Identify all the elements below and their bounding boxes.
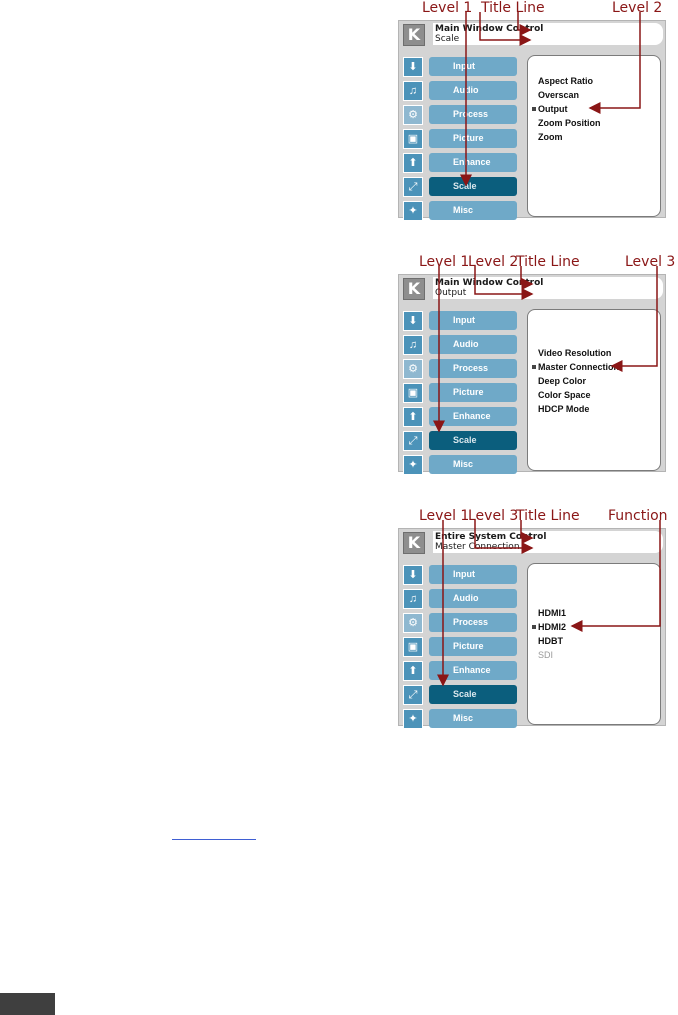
title-line-2: Master Connection	[435, 542, 520, 552]
option-deep-color[interactable]: Deep Color	[538, 376, 587, 386]
scale-icon: ⤢	[403, 431, 423, 451]
input-icon: ⬇	[403, 565, 423, 585]
option-output-label: Output	[538, 104, 568, 114]
annotation-level-1: Level 1	[419, 254, 470, 270]
scale-icon: ⤢	[403, 685, 423, 705]
submenu-list: HDMI1 HDMI2 HDBT SDI	[527, 563, 661, 725]
menu-item-misc[interactable]: Misc	[429, 709, 517, 728]
menu-item-picture[interactable]: Picture	[429, 637, 517, 656]
menu-item-enhance[interactable]: Enhance	[429, 407, 517, 426]
scale-icon: ⤢	[403, 177, 423, 197]
process-icon: ⚙	[403, 613, 423, 633]
annotation-level-1: Level 1	[422, 0, 473, 16]
menu-item-audio[interactable]: Audio	[429, 589, 517, 608]
input-icon: ⬇	[403, 57, 423, 77]
music-note-icon: ♫	[403, 81, 423, 101]
title-line-1: Entire System Control	[435, 532, 547, 542]
arrow-level-2	[474, 266, 534, 300]
misc-icon: ✦	[403, 709, 423, 729]
option-zoom[interactable]: Zoom	[538, 132, 563, 142]
process-icon: ⚙	[403, 359, 423, 379]
submenu-list: Video Resolution Master Connection Deep …	[527, 309, 661, 471]
option-hdbt[interactable]: HDBT	[538, 636, 563, 646]
annotation-level-2: Level 2	[468, 254, 519, 270]
picture-icon: ▣	[403, 383, 423, 403]
menu-item-enhance[interactable]: Enhance	[429, 153, 517, 172]
misc-icon: ✦	[403, 455, 423, 475]
osd-window: K Main Window Control Scale ⬇ Input ♫ Au…	[398, 20, 666, 221]
enhance-icon: ⬆	[403, 407, 423, 427]
title-line-1: Main Window Control	[435, 24, 544, 34]
annotation-level-2: Level 2	[612, 0, 663, 16]
option-master-connection[interactable]: Master Connection	[532, 362, 620, 372]
menu-item-misc[interactable]: Misc	[429, 455, 517, 474]
menu-item-input[interactable]: Input	[429, 57, 517, 76]
menu-item-misc[interactable]: Misc	[429, 201, 517, 220]
title-line-2: Output	[435, 288, 467, 298]
menu-item-enhance[interactable]: Enhance	[429, 661, 517, 680]
kramer-logo: K	[403, 532, 425, 554]
menu-item-process[interactable]: Process	[429, 105, 517, 124]
arrow-level-3	[610, 266, 658, 372]
option-hdcp-mode[interactable]: HDCP Mode	[538, 404, 590, 414]
menu-item-process[interactable]: Process	[429, 613, 517, 632]
menu-item-input[interactable]: Input	[429, 565, 517, 584]
annotation-level-1: Level 1	[419, 508, 470, 524]
title-line-2: Scale	[435, 34, 460, 44]
kramer-logo: K	[403, 278, 425, 300]
title-line-1: Main Window Control	[435, 278, 544, 288]
menu-item-input[interactable]: Input	[429, 311, 517, 330]
option-sdi: SDI	[538, 650, 554, 660]
picture-icon: ▣	[403, 129, 423, 149]
menu-item-audio[interactable]: Audio	[429, 335, 517, 354]
option-zoom-position[interactable]: Zoom Position	[538, 118, 601, 128]
arrow-function	[570, 520, 661, 632]
option-hdmi2-label: HDMI2	[538, 622, 567, 632]
menu-item-picture[interactable]: Picture	[429, 383, 517, 402]
submenu-list: Aspect Ratio Overscan Output Zoom Positi…	[527, 55, 661, 217]
option-aspect-ratio[interactable]: Aspect Ratio	[538, 76, 594, 86]
option-color-space[interactable]: Color Space	[538, 390, 591, 400]
annotation-level-3: Level 3	[625, 254, 676, 270]
picture-icon: ▣	[403, 637, 423, 657]
option-output[interactable]: Output	[532, 104, 568, 114]
misc-icon: ✦	[403, 201, 423, 221]
hyperlink-underline[interactable]	[172, 839, 256, 840]
option-hdmi2[interactable]: HDMI2	[532, 622, 567, 632]
enhance-icon: ⬆	[403, 661, 423, 681]
osd-panel-1: Level 1 Title Line Level 2 K Main Window…	[0, 0, 678, 250]
annotation-title-line: Title Line	[481, 0, 545, 16]
menu-item-process[interactable]: Process	[429, 359, 517, 378]
option-overscan[interactable]: Overscan	[538, 90, 580, 100]
arrow-level-2	[588, 12, 641, 114]
arrow-title-line	[517, 12, 532, 36]
process-icon: ⚙	[403, 105, 423, 125]
music-note-icon: ♫	[403, 589, 423, 609]
arrow-title-line	[520, 520, 534, 544]
selection-marker	[532, 625, 536, 629]
enhance-icon: ⬆	[403, 153, 423, 173]
page-number-tab	[0, 993, 55, 1015]
annotation-title-line: Title Line	[516, 508, 580, 524]
annotation-function: Function	[608, 508, 668, 524]
menu-item-scale[interactable]: Scale	[429, 685, 517, 704]
menu-item-scale[interactable]: Scale	[429, 431, 517, 450]
option-video-resolution[interactable]: Video Resolution	[538, 348, 612, 358]
selection-marker	[532, 107, 536, 111]
arrow-title-line	[520, 266, 534, 290]
annotation-level-3: Level 3	[468, 508, 519, 524]
menu-item-picture[interactable]: Picture	[429, 129, 517, 148]
input-icon: ⬇	[403, 311, 423, 331]
kramer-logo: K	[403, 24, 425, 46]
arrow-level-1-scale	[479, 12, 532, 46]
option-master-connection-label: Master Connection	[538, 362, 620, 372]
selection-marker	[532, 365, 536, 369]
annotation-title-line: Title Line	[516, 254, 580, 270]
option-hdmi1[interactable]: HDMI1	[538, 608, 567, 618]
arrow-level-3	[474, 520, 534, 554]
music-note-icon: ♫	[403, 335, 423, 355]
